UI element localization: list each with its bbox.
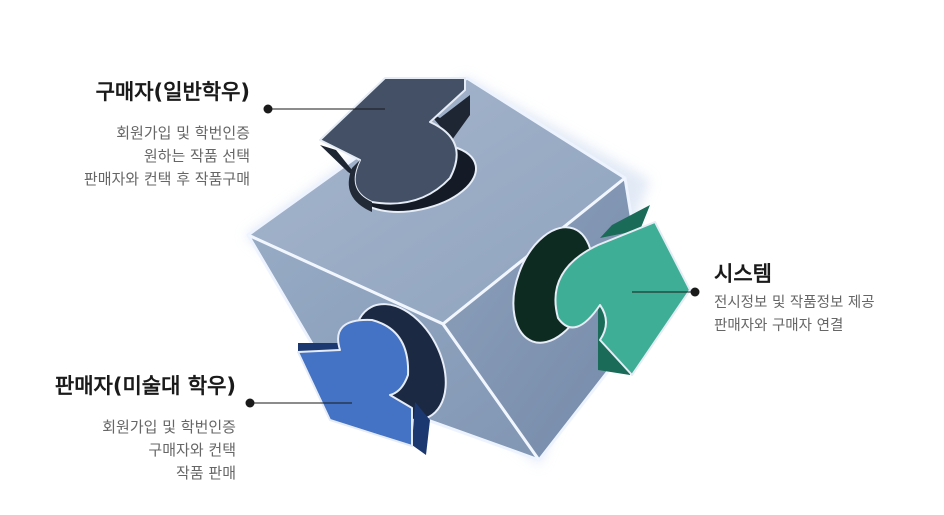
seller-puzzle-piece — [297, 318, 430, 455]
system-desc-line: 판매자와 구매자 연결 — [714, 318, 844, 334]
buyer-description: 회원가입 및 학번인증 원하는 작품 선택 판매자와 컨택 후 작품구매 — [40, 122, 250, 191]
buyer-desc-line: 판매자와 컨택 후 작품구매 — [83, 170, 250, 188]
system-title: 시스템 — [714, 262, 772, 286]
system-puzzle-piece — [554, 205, 691, 376]
seller-title: 판매자(미술대 학우) — [54, 374, 236, 398]
system-label: 시스템 전시정보 및 작품정보 제공 판매자와 구매자 연결 — [714, 258, 942, 338]
seller-connector — [245, 398, 352, 408]
seller-label: 판매자(미술대 학우) 회원가입 및 학번인증 구매자와 컨택 작품 판매 — [10, 370, 236, 485]
seller-description: 회원가입 및 학번인증 구매자와 컨택 작품 판매 — [10, 416, 236, 485]
buyer-title: 구매자(일반학우) — [95, 80, 250, 104]
buyer-desc-line: 회원가입 및 학번인증 — [116, 124, 250, 142]
system-desc-line: 전시정보 및 작품정보 제공 — [714, 295, 875, 311]
buyer-desc-line: 원하는 작품 선택 — [143, 147, 250, 165]
seller-desc-line: 구매자와 컨택 — [148, 441, 236, 459]
system-connector — [632, 287, 700, 297]
seller-desc-line: 작품 판매 — [176, 464, 236, 482]
buyer-connector — [263, 104, 385, 114]
buyer-label: 구매자(일반학우) 회원가입 및 학번인증 원하는 작품 선택 판매자와 컨택 … — [40, 76, 250, 191]
system-description: 전시정보 및 작품정보 제공 판매자와 구매자 연결 — [714, 292, 942, 338]
seller-desc-line: 회원가입 및 학번인증 — [102, 418, 236, 436]
